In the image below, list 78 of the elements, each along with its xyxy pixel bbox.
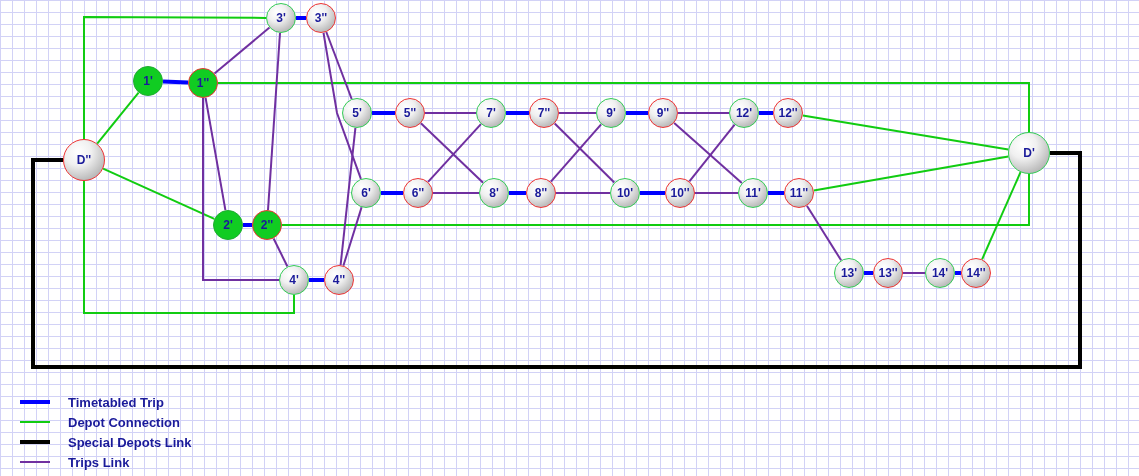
link-line [83,180,295,314]
link-line [202,97,280,281]
node-label: 5' [352,107,362,119]
link-line [694,192,739,194]
link-line [339,126,357,267]
link-line [424,112,477,114]
link-line [432,192,480,194]
node-label: 4'' [332,274,346,286]
link-line [549,123,603,183]
link-line [325,31,353,100]
node-label: 8'' [534,187,548,199]
link-line [419,122,485,184]
node-label: 8' [489,187,499,199]
node-label: 5'' [403,107,417,119]
trip-line [759,111,773,115]
node-label: 7'' [537,107,551,119]
link-line [805,204,843,262]
trip-line [243,223,252,227]
trip-line [162,79,189,85]
node-label: 12' [735,107,753,119]
link-line [677,112,730,114]
node-label: 14'' [966,267,986,279]
node-label: 11'' [789,187,809,199]
node-label: D'' [76,154,92,166]
legend-label: Timetabled Trip [68,395,164,409]
link-line [673,122,743,184]
node-label: 6' [361,187,371,199]
node-label: 4' [289,274,299,286]
trip-line [768,191,784,195]
link-line [801,114,1010,151]
trip-line [372,111,395,115]
node-label: 10'' [670,187,690,199]
trip-line [640,191,665,195]
trip-line [309,278,324,282]
node-label: 1' [143,75,153,87]
node-label: 3'' [314,12,328,24]
link-line [281,173,1030,226]
link-line [812,155,1010,192]
trip-line [31,151,1082,369]
node-label: 2'' [260,219,274,231]
link-line [96,91,140,145]
link-line [553,122,616,184]
node-label: 6'' [411,187,425,199]
link-line [83,16,267,140]
node-label: 11' [745,187,761,199]
link-line [555,192,611,194]
trip-line [626,111,648,115]
link-line [558,112,597,114]
node-label: 9'' [656,107,670,119]
legend-label: Depot Connection [68,415,180,429]
legend-label: Special Depots Link [68,435,192,449]
node-label: 13'' [878,267,898,279]
node-label: 2' [223,219,233,231]
node-label: 14' [931,267,949,279]
trip-line [381,191,403,195]
node-label: 7' [486,107,496,119]
link-line [267,32,281,211]
node-label: 12'' [778,107,798,119]
link-line [213,26,271,75]
trip-line [509,191,526,195]
node-label: 1'' [196,77,210,89]
link-line [322,31,362,180]
node-label: 3' [276,12,286,24]
node-label: D' [1023,147,1035,159]
link-line [204,96,227,212]
node-label: 10' [616,187,634,199]
link-line [688,123,736,183]
node-label: 9' [606,107,616,119]
trip-line [955,271,961,275]
link-line [902,272,926,274]
trip-line [296,16,306,20]
node-label: 13' [840,267,858,279]
trip-line [506,111,529,115]
link-line [217,82,1030,133]
link-line [342,206,363,267]
legend-label: Trips Link [68,455,130,469]
link-line [427,123,482,183]
trip-line [864,271,873,275]
